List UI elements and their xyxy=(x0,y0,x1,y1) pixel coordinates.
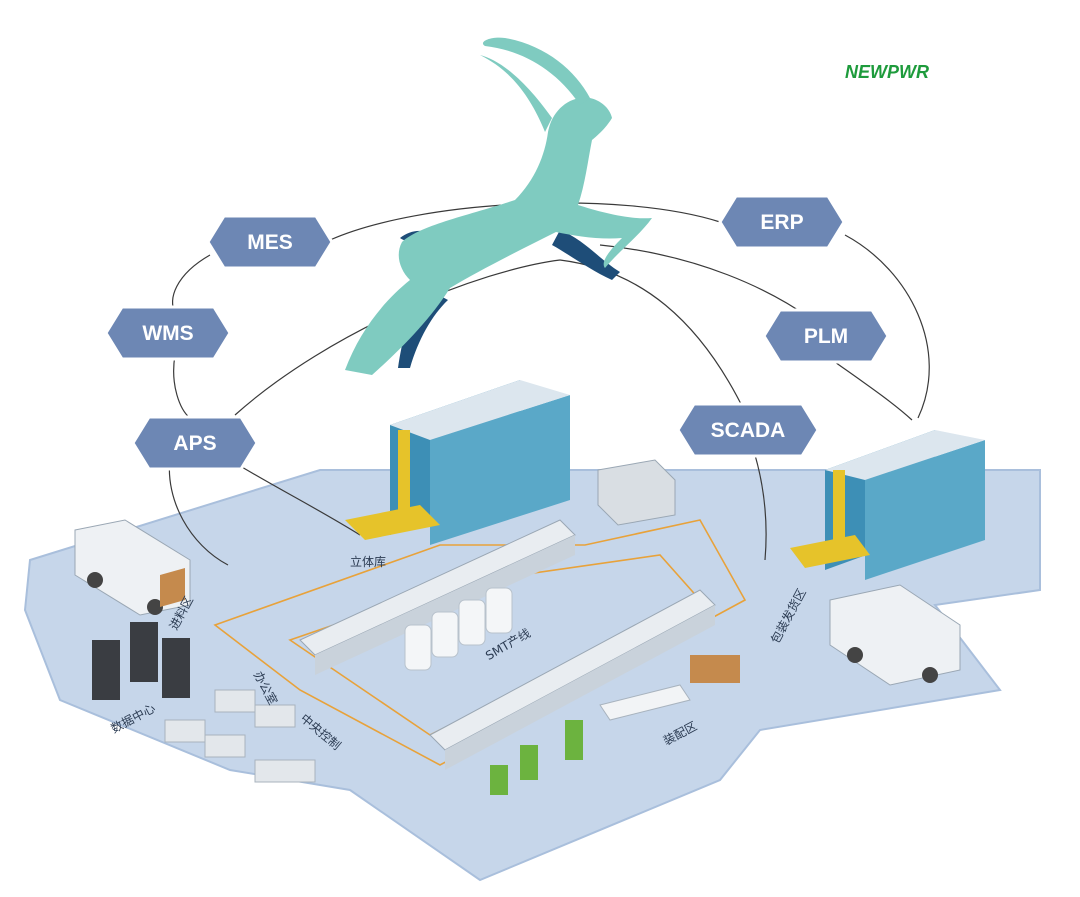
system-node-mes: MES xyxy=(206,214,334,270)
agv-path-outer xyxy=(213,519,747,766)
smt-line-lower-side xyxy=(445,605,715,770)
rack-right-top xyxy=(825,430,985,480)
node-label-erp: ERP xyxy=(760,211,803,234)
rack-left-lift xyxy=(398,430,410,525)
data-center-servers xyxy=(92,622,190,700)
smt-production-lines xyxy=(299,459,716,770)
node-label-plm: PLM xyxy=(804,325,848,348)
gazelle-emblem xyxy=(345,37,652,375)
storage-rack-right xyxy=(790,430,985,580)
system-node-scada: SCADA xyxy=(676,402,820,458)
connector-plm-rack xyxy=(824,354,913,421)
connector-mes-wms xyxy=(171,254,211,313)
tank-2 xyxy=(431,611,459,658)
connector-wms-aps xyxy=(173,354,191,419)
tank-4 xyxy=(485,587,513,634)
gazelle-body xyxy=(345,97,652,375)
rack-right-face-b xyxy=(865,440,985,580)
zone-label-warehouse: 立体库 xyxy=(350,554,386,569)
smt-line-upper-side xyxy=(315,535,575,675)
rack-left-conveyor xyxy=(345,505,440,540)
gazelle-horn-back xyxy=(480,55,552,132)
hexagon-mes xyxy=(206,214,334,270)
brand-logo: NEWPWR xyxy=(845,62,929,82)
nitrogen-tanks xyxy=(404,587,513,671)
gazelle-horn xyxy=(482,37,590,106)
node-label-mes: MES xyxy=(247,231,293,254)
connector-arc-right xyxy=(599,244,811,319)
system-node-plm: PLM xyxy=(762,308,890,364)
truck-inbound xyxy=(74,519,191,616)
hexagon-plm xyxy=(762,308,890,364)
connector-scada-floor xyxy=(754,454,767,561)
hexagon-wms xyxy=(104,305,232,361)
tank-3 xyxy=(458,599,486,646)
connector-erp-plm xyxy=(844,234,930,419)
hexagon-scada xyxy=(676,402,820,458)
node-label-scada: SCADA xyxy=(711,419,786,442)
rack-left-face-b xyxy=(430,395,570,545)
system-nodes: MES WMS APS ERP PLM SCADA xyxy=(104,194,890,471)
truck-outbound xyxy=(829,584,961,686)
rack-right-lift xyxy=(833,470,845,560)
node-label-aps: APS xyxy=(173,432,216,455)
rack-right-conveyor xyxy=(790,535,870,568)
assembly-stations xyxy=(490,655,740,795)
system-node-aps: APS xyxy=(131,415,259,471)
system-node-wms: WMS xyxy=(104,305,232,361)
connector-arc-center xyxy=(559,259,746,413)
test-chamber xyxy=(597,459,676,526)
storage-rack-left xyxy=(345,380,570,545)
node-label-wms: WMS xyxy=(142,322,193,345)
tank-1 xyxy=(404,624,432,671)
system-node-erp: ERP xyxy=(718,194,846,250)
hexagon-aps xyxy=(131,415,259,471)
connector-aps-warehouse xyxy=(229,459,361,536)
hexagon-erp xyxy=(718,194,846,250)
gazelle-front-leg-shadow xyxy=(552,230,620,280)
rack-left-top xyxy=(390,380,570,440)
office-desks xyxy=(164,689,316,783)
connector-aps-inbound xyxy=(168,457,229,566)
